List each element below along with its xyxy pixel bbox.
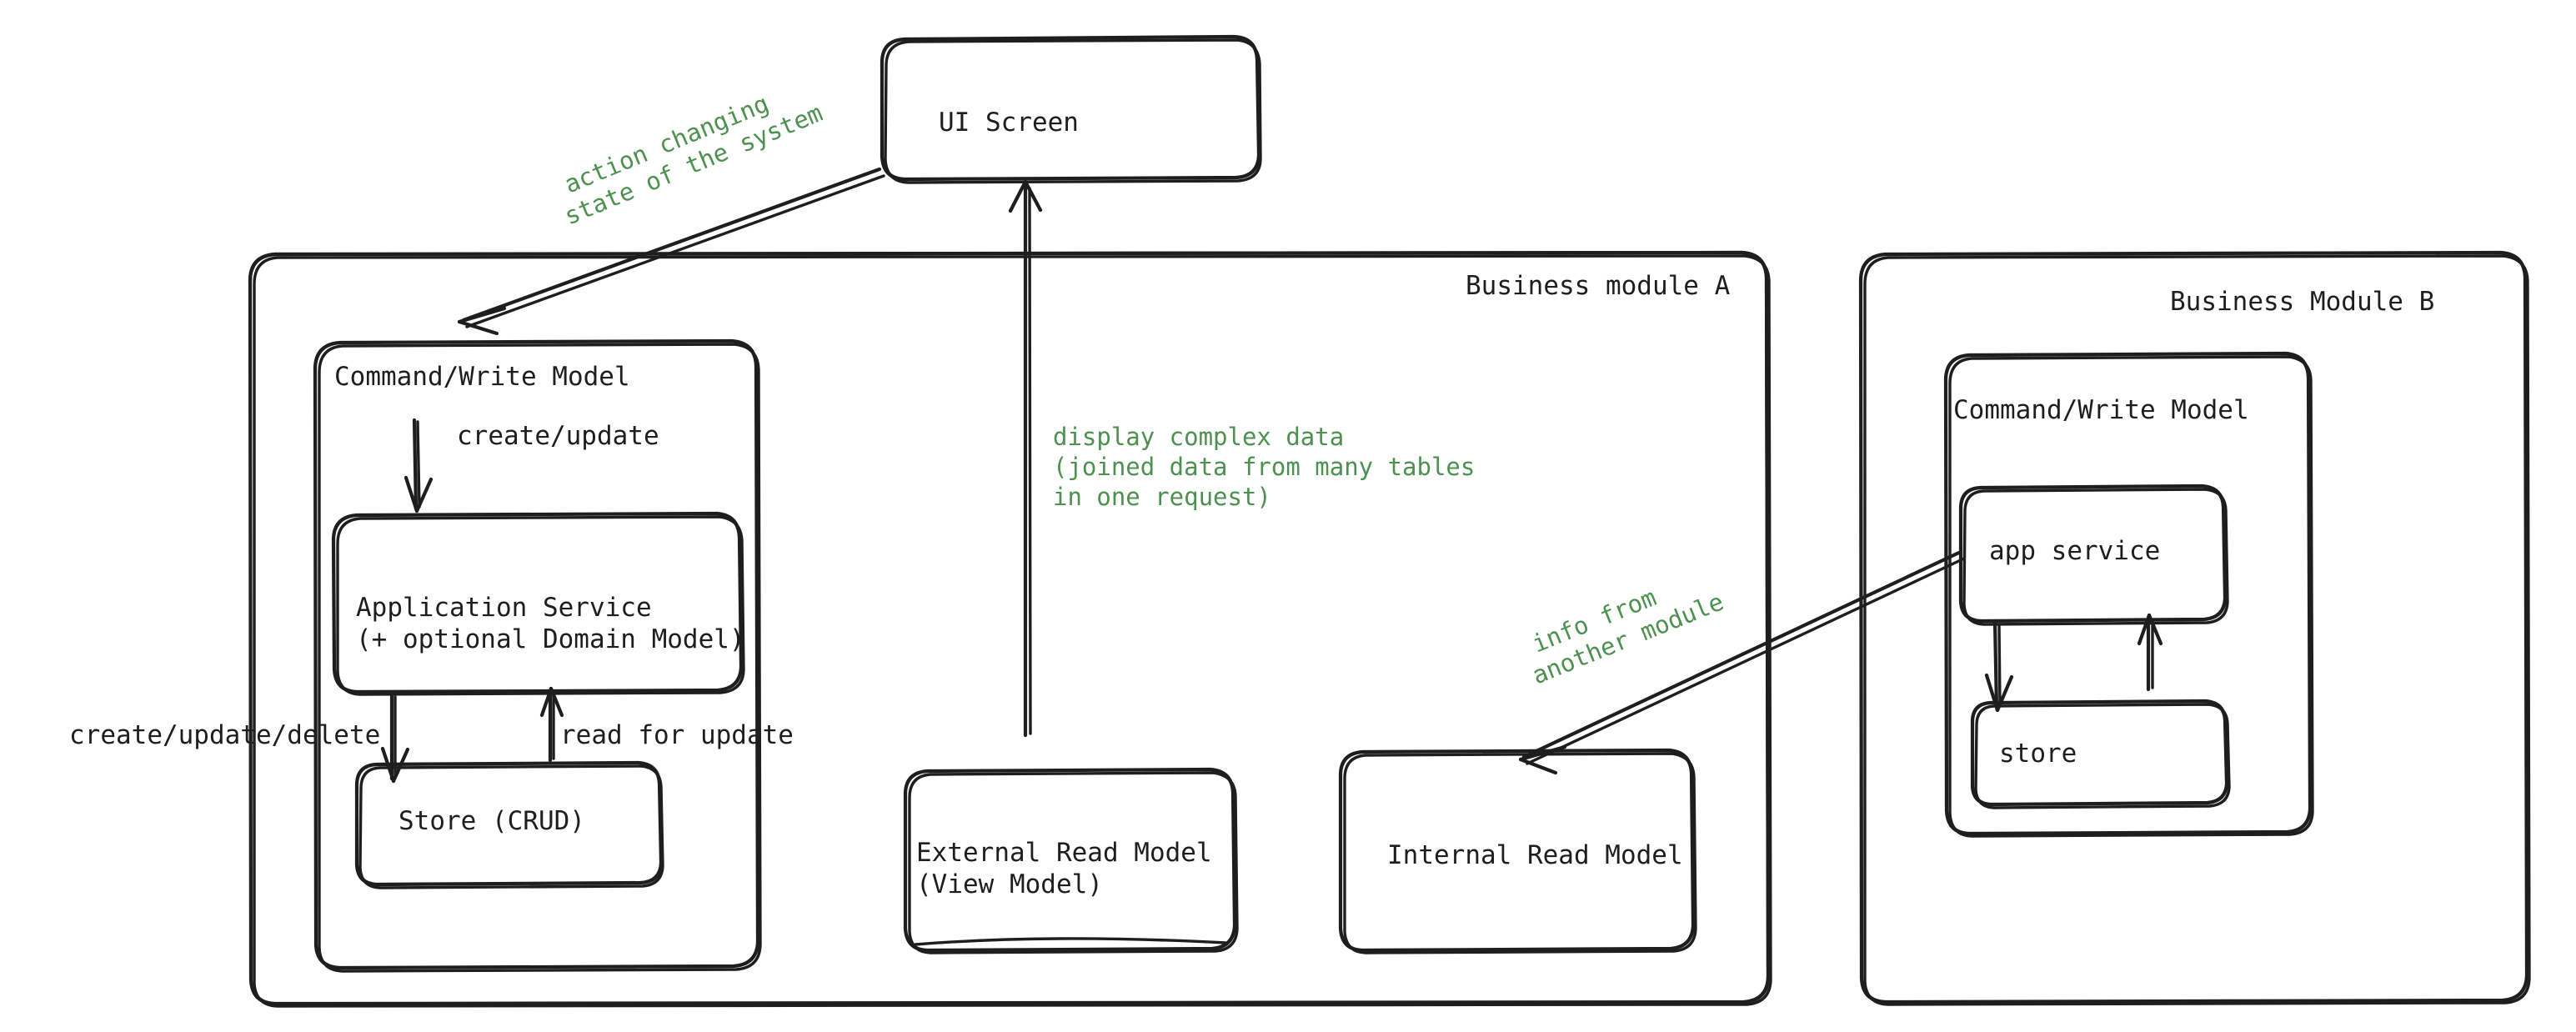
ui-screen-label: UI Screen: [939, 108, 1079, 138]
module-b-container-shape: [1858, 250, 2531, 1006]
external-read-model-label-line2: (View Model): [916, 869, 1103, 899]
arrow-create-update: [403, 418, 434, 513]
store-b-box-shape: [1970, 699, 2231, 809]
arrow-read-for-update: [539, 686, 564, 763]
arrow-app-service-b-to-internal-read-model: [1518, 549, 1966, 775]
store-a-box-shape: [354, 760, 664, 889]
annotation-display-complex-data-line2: (joined data from many tables: [1053, 453, 1476, 481]
arrow-external-read-model-to-ui: [1008, 179, 1043, 738]
external-read-model-box-shape: [903, 767, 1239, 954]
module-a-label: Business module A: [1466, 271, 1731, 301]
arrow-app-service-b-to-store-b: [1984, 619, 2014, 713]
cwm-a-container-shape: [313, 338, 762, 973]
cwm-b-container-shape: [1943, 351, 2314, 838]
edge-label-create-update-delete: create/update/delete: [69, 720, 381, 750]
internal-read-model-box-shape: [1338, 748, 1697, 954]
arrow-create-update-delete: [380, 693, 410, 784]
app-service-b-box-shape: [1958, 483, 2229, 626]
store-b-label: store: [1999, 739, 2077, 769]
edge-label-read-for-update: read for update: [560, 720, 794, 750]
app-service-a-label-line2: (+ optional Domain Model): [356, 624, 745, 654]
app-service-a-label-line1: Application Service: [356, 593, 652, 623]
external-read-model-label-line1: External Read Model: [916, 838, 1212, 868]
app-service-b-label: app service: [1989, 536, 2161, 566]
store-a-label: Store (CRUD): [398, 806, 585, 836]
edge-label-create-update: create/update: [457, 421, 659, 451]
app-service-a-box-shape: [331, 511, 745, 696]
module-b-label: Business Module B: [2170, 287, 2435, 317]
cwm-b-label: Command/Write Model: [1953, 395, 2249, 425]
arrow-store-b-to-app-service-b: [2137, 613, 2163, 692]
ui-screen-box-shape: [880, 34, 1262, 184]
annotation-display-complex-data-line3: in one request): [1053, 483, 1271, 511]
cwm-a-label: Command/Write Model: [334, 362, 630, 392]
internal-read-model-label: Internal Read Model: [1387, 840, 1683, 870]
module-a-container-shape: [248, 250, 1772, 1008]
arrow-ui-to-command-write-model: [457, 167, 885, 336]
annotation-display-complex-data-line1: display complex data: [1053, 423, 1345, 451]
